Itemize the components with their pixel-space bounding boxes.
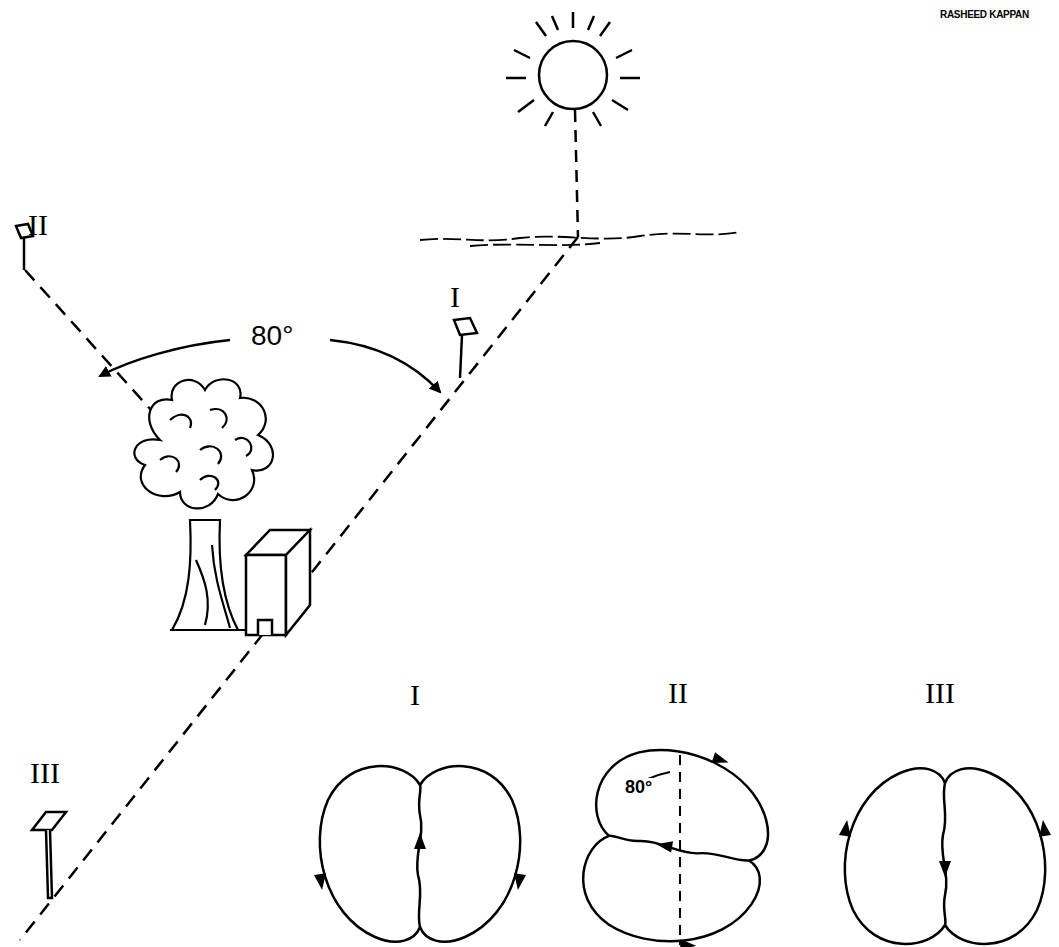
angle-arc	[100, 340, 230, 376]
feeder	[16, 224, 477, 898]
feeder-ii-line	[25, 270, 160, 420]
dance-ii	[573, 733, 781, 947]
dance-iii	[839, 768, 1051, 944]
feeder-number: II	[28, 210, 48, 240]
hive	[246, 530, 310, 635]
dance-i	[314, 766, 526, 942]
angle-label: 80°	[624, 778, 653, 796]
horizon	[420, 232, 740, 246]
artist-credit: RASHEED KAPPAN	[940, 10, 1029, 20]
feeder-number: III	[30, 758, 60, 788]
dance-number: I	[410, 680, 420, 710]
feeder-number: I	[450, 282, 460, 312]
sun-vertical	[575, 110, 578, 237]
angle-label: 80°	[248, 322, 296, 350]
dance-number: II	[668, 678, 688, 708]
dance-number: III	[925, 678, 955, 708]
angle-arc	[330, 340, 440, 392]
sun	[506, 12, 640, 126]
sun-direction-line	[20, 237, 578, 940]
